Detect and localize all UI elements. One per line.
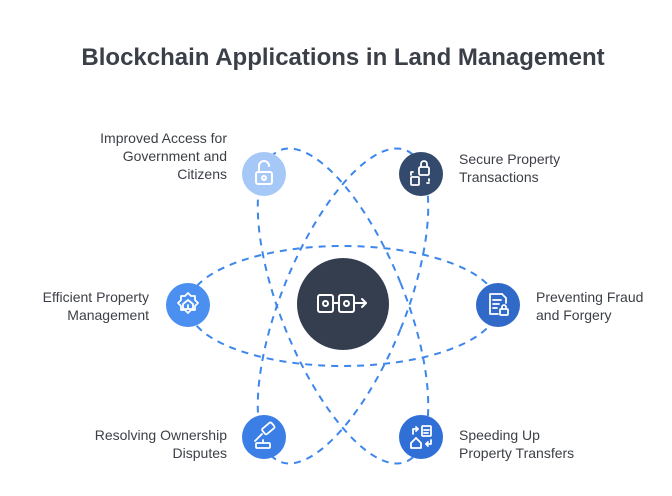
label-fraud: Preventing Fraud and Forgery xyxy=(536,288,643,324)
label-secure: Secure Property Transactions xyxy=(459,150,560,186)
label-disputes-line-2: Disputes xyxy=(172,445,227,461)
label-fraud-line-1: Preventing Fraud xyxy=(536,289,644,305)
node-access xyxy=(242,152,286,196)
gear-building-icon xyxy=(177,292,199,314)
diagram-title: Blockchain Applications in Land Manageme… xyxy=(81,44,605,71)
node-fraud xyxy=(476,283,520,327)
label-efficient-line-2: Management xyxy=(67,307,149,323)
label-access-line-2: Government and xyxy=(122,148,227,164)
label-access-line-3: Citizens xyxy=(177,166,227,182)
label-transfers: Speeding Up Property Transfers xyxy=(459,426,574,462)
node-disputes xyxy=(242,415,286,459)
gavel-icon xyxy=(254,421,276,449)
node-transfers xyxy=(399,415,443,459)
label-secure-line-1: Secure Property xyxy=(459,151,561,167)
label-transfers-line-2: Property Transfers xyxy=(459,445,575,461)
orbit-tilted-right xyxy=(256,147,430,465)
label-secure-line-2: Transactions xyxy=(459,169,539,185)
house-transfer-icon xyxy=(410,425,432,449)
label-disputes-line-1: Resolving Ownership xyxy=(94,427,227,443)
label-efficient-line-1: Efficient Property xyxy=(42,289,149,305)
label-disputes: Resolving Ownership Disputes xyxy=(95,426,227,462)
document-lock-icon xyxy=(489,293,509,316)
node-efficient xyxy=(166,283,210,327)
label-access: Improved Access for Government and Citiz… xyxy=(100,129,227,183)
label-transfers-line-1: Speeding Up xyxy=(459,427,540,443)
label-access-line-1: Improved Access for xyxy=(100,130,227,146)
lock-open-icon xyxy=(255,160,273,185)
blockchain-link-icon xyxy=(317,294,367,313)
node-secure xyxy=(399,152,443,196)
label-fraud-line-2: and Forgery xyxy=(536,307,612,323)
center-node xyxy=(297,258,389,350)
lock-transfer-icon xyxy=(410,160,430,186)
label-efficient: Efficient Property Management xyxy=(43,288,149,324)
orbit-tilted-left xyxy=(256,147,430,465)
